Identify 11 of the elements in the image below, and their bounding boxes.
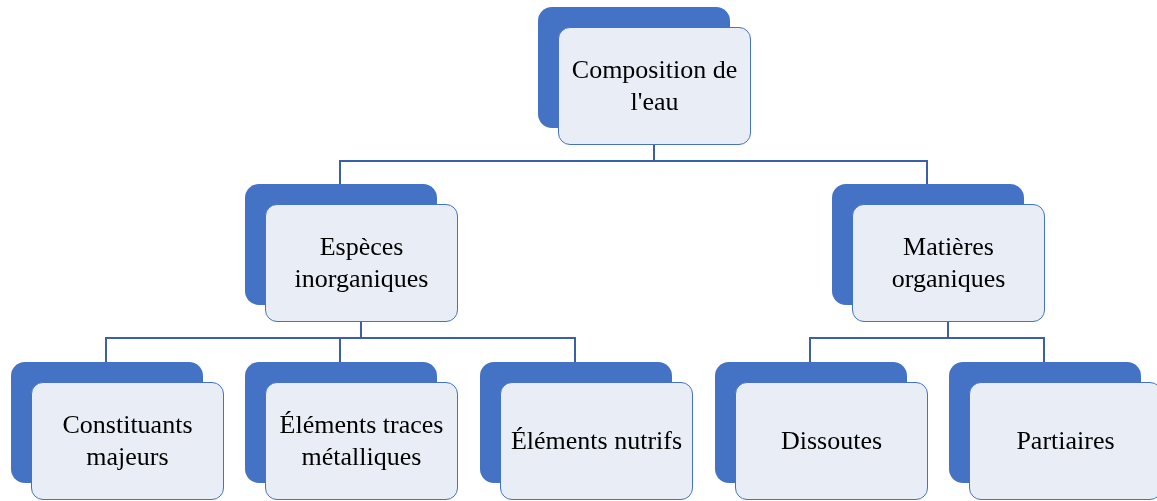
node-label: Éléments nutrifs bbox=[510, 425, 683, 457]
node-label: Dissoutes bbox=[780, 425, 883, 457]
node-label: Espèces inorganiques bbox=[293, 231, 430, 295]
connector-line bbox=[360, 321, 576, 363]
node-label: Composition de l'eau bbox=[570, 54, 739, 118]
connector-line bbox=[947, 321, 1045, 363]
node-label: Partiaires bbox=[1016, 425, 1115, 457]
node-label: Matières organiques bbox=[890, 231, 1007, 295]
node-label: Constituants majeurs bbox=[61, 409, 194, 473]
node-label: Éléments traces métalliques bbox=[278, 409, 445, 473]
connector-line bbox=[653, 144, 928, 185]
